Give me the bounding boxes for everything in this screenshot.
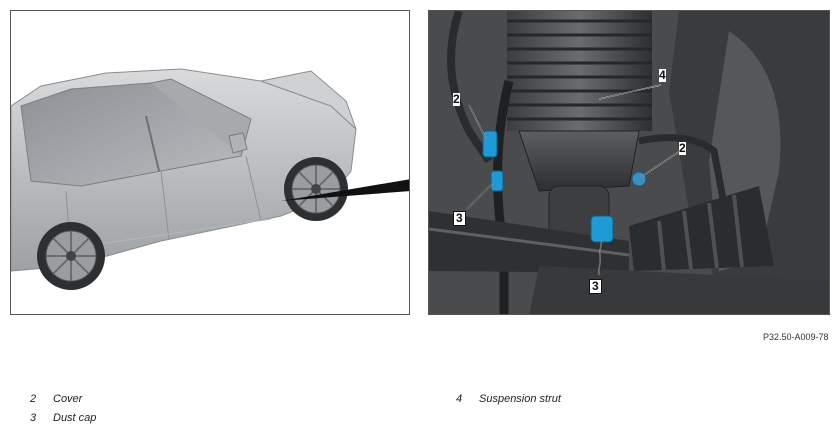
- vehicle-overview-panel: [10, 10, 410, 315]
- callout-cover-left: 2: [453, 92, 460, 106]
- legend-item: 3 Dust cap: [30, 412, 230, 426]
- cover-highlight-left: [482, 130, 498, 158]
- drive-shaft-boot: [629, 186, 774, 272]
- legend-number: 3: [30, 412, 37, 424]
- callout-dust-cap-bottom: 3: [589, 279, 602, 294]
- front-axle-detail-panel: 2 2 4 3 3: [428, 10, 830, 315]
- callout-suspension-strut: 4: [659, 68, 666, 82]
- callout-dust-cap-left: 3: [453, 211, 466, 226]
- legend-number: 2: [30, 393, 37, 405]
- figure-reference-code: P32.50-A009-78: [763, 332, 829, 342]
- suspension-illustration: [429, 11, 829, 314]
- legend-item: 2 Cover: [30, 393, 230, 407]
- legend-item: 4 Suspension strut: [456, 393, 676, 407]
- dust-cap-highlight-left: [490, 170, 504, 192]
- legend-label: Cover: [53, 393, 83, 405]
- mirror: [228, 132, 248, 154]
- legend-label: Dust cap: [53, 412, 97, 424]
- dust-cap-highlight-bottom: [590, 215, 614, 243]
- legend-label: Suspension strut: [479, 393, 561, 405]
- callout-cover-right: 2: [679, 141, 686, 155]
- vehicle-illustration: [11, 68, 409, 290]
- legend-number: 4: [456, 393, 463, 405]
- cover-highlight-right: [631, 171, 647, 187]
- zoom-pointer: [281, 179, 409, 201]
